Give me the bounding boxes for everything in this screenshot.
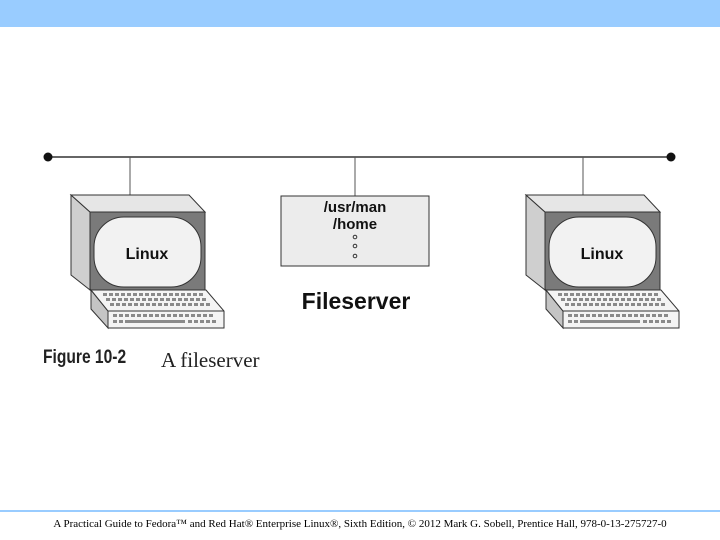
top-banner: [0, 0, 720, 27]
figure-caption: Figure 10-2 A fileserver: [43, 347, 260, 372]
bus-terminator-right: [666, 152, 676, 162]
right-monitor-screen: [548, 216, 657, 288]
fileserver-dir-2: /home: [333, 216, 377, 233]
right-monitor-top: [524, 194, 662, 213]
figure-title: A fileserver: [161, 348, 260, 372]
fileserver-label: Fileserver: [302, 288, 411, 314]
left-monitor-top: [69, 194, 207, 213]
fileserver-dir-1: /usr/man: [324, 199, 387, 216]
footer-citation: A Practical Guide to Fedora™ and Red Hat…: [53, 518, 667, 530]
fileserver: /usr/man /home Fileserver: [280, 195, 430, 314]
right-computer-label: Linux: [581, 246, 624, 263]
figure-number: Figure 10-2: [43, 347, 127, 368]
ellipsis-dot: [352, 234, 358, 240]
left-monitor-screen: [93, 216, 202, 288]
bus-terminator-left: [43, 152, 53, 162]
left-computer-label: Linux: [126, 246, 169, 263]
left-keys: [103, 293, 216, 323]
footer-rule: [0, 510, 720, 512]
right-keys: [558, 293, 671, 323]
ellipsis-dot: [352, 253, 358, 259]
ellipsis-dot: [352, 243, 358, 249]
left-computer: Linux: [69, 193, 225, 330]
right-computer: Linux: [524, 193, 680, 330]
